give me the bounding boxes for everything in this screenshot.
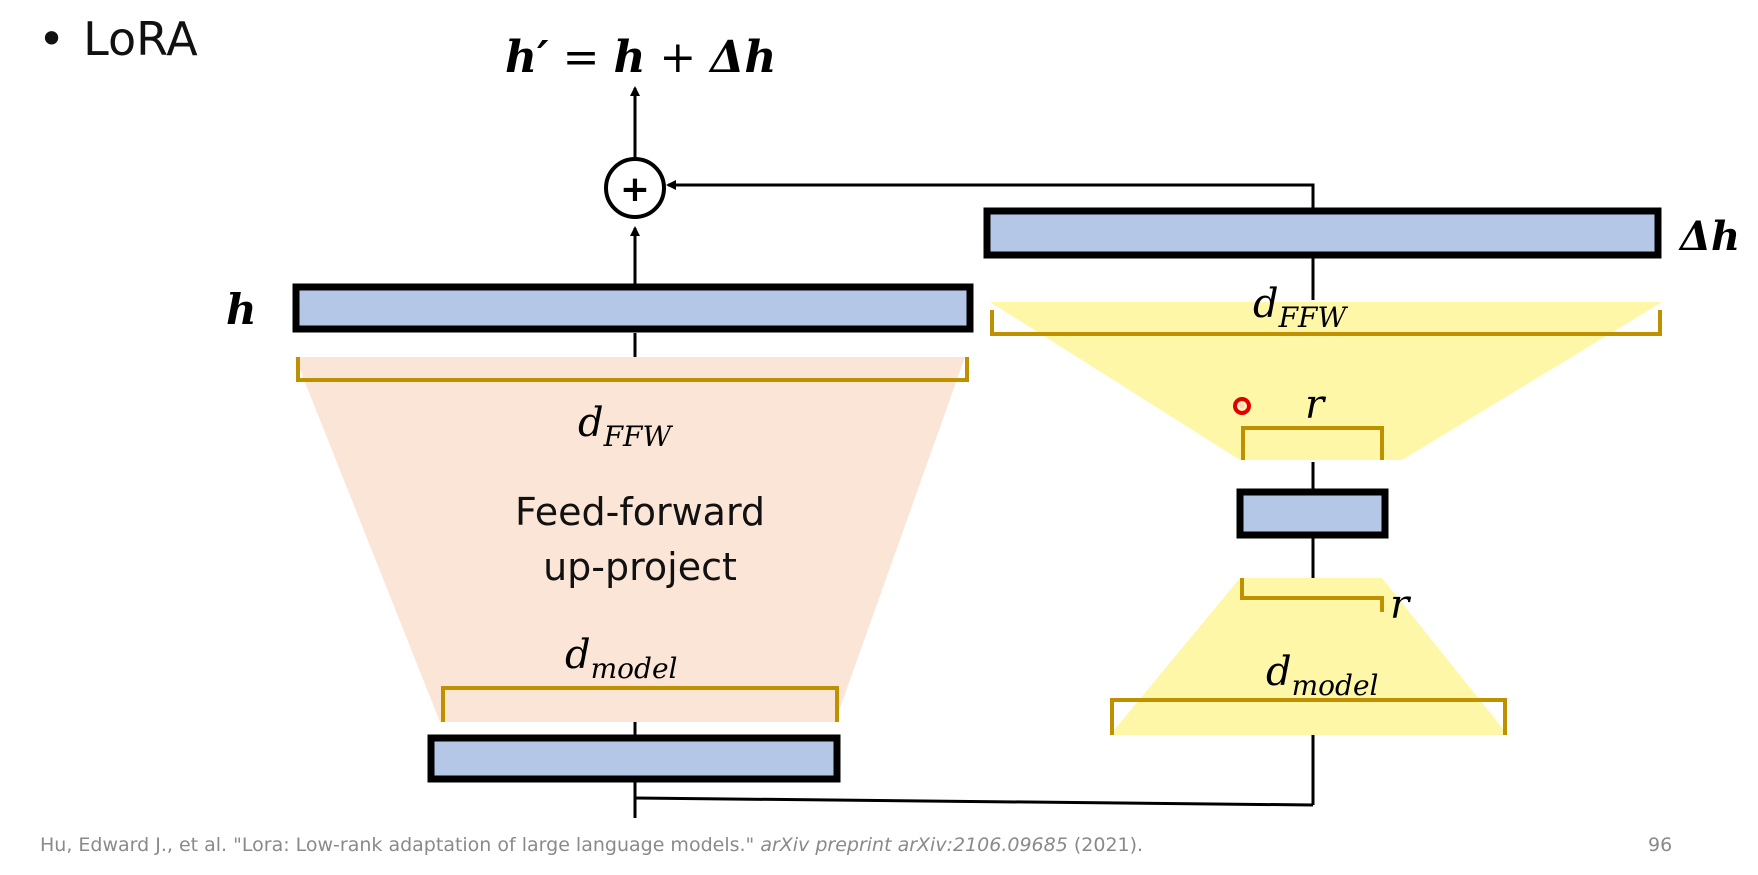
low-rank-vector [1236,488,1389,539]
input-vector [427,734,841,783]
lora-bottom-bracket [1110,698,1507,735]
delta-h-vector [983,207,1662,259]
sum-symbol: + [620,169,650,210]
ffw-title-line1: Feed-forward [515,490,765,534]
plus-sign: + [645,32,710,83]
lora-top-bracket [990,310,1662,336]
ffw-bottom-width-sub: model [591,652,678,685]
ffw-bottom-width-label: dmodel [565,632,677,685]
ffw-title-line2: up-project [543,545,737,589]
delta-h-label: Δh [1678,213,1740,260]
lora-upper-rank-label: r [1305,382,1327,428]
lora-lower-rank-label: r [1390,582,1412,628]
h-term: h [613,32,645,83]
ffw-top-bracket [296,357,969,382]
h-vector [292,283,974,333]
h-label: h [226,285,257,334]
bullet-dot: • [38,12,66,66]
ffw-bottom-width-base: d [565,632,591,678]
ffw-top-width-sub: FFW [603,420,674,453]
ffw-top-width-base: d [578,400,604,446]
lora-top-width-base: d [1253,281,1279,327]
lora-top-width-sub: FFW [1278,301,1349,334]
lora-up-project-region [1110,578,1508,735]
bullet-title: • LoRA [38,12,198,66]
page-number: 96 [1648,834,1673,856]
bypass-down-line [634,796,1314,807]
citation-year: (2021). [1067,834,1144,856]
ffw-up-project-region [295,357,965,722]
h-prime: h′ [505,32,549,83]
lora-bottom-width-base: d [1266,649,1292,695]
delta-h-to-sum-arrow [666,180,1315,210]
bullet-text: LoRA [83,12,198,66]
delta-h-term: Δh [708,32,776,83]
citation-text: Hu, Edward J., et al. "Lora: Low-rank ad… [40,834,761,856]
lora-down-project-region [990,302,1662,460]
ffw-bottom-bracket [441,686,839,722]
output-equation: h′ = h + Δh [505,32,776,83]
sum-node [604,157,666,219]
equals-sign: = [549,32,614,83]
citation: Hu, Edward J., et al. "Lora: Low-rank ad… [40,834,1143,856]
lora-top-width-label: dFFW [1253,281,1348,334]
laser-pointer [1233,397,1251,415]
lora-bottom-width-label: dmodel [1266,649,1378,702]
laser-pointer-core [1239,403,1245,409]
citation-venue: arXiv preprint arXiv:2106.09685 [760,834,1068,856]
ffw-top-width-label: dFFW [578,400,673,453]
lora-bottom-width-sub: model [1292,669,1379,702]
lora-upper-rank-bracket [1241,426,1384,460]
lora-lower-rank-bracket [1240,578,1384,612]
